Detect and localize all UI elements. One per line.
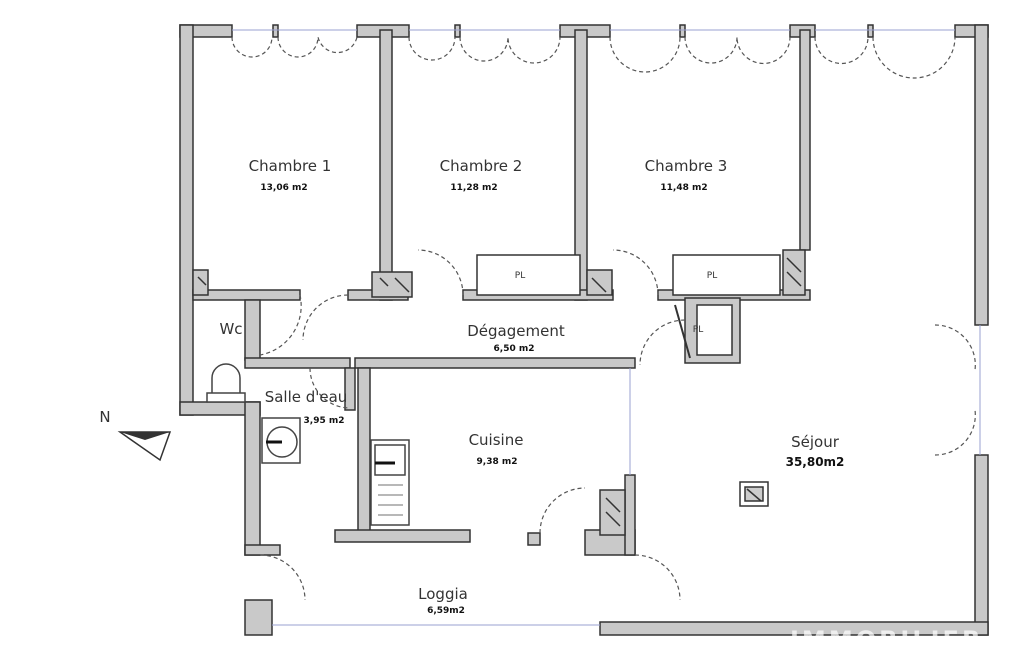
room-name: Cuisine (468, 431, 524, 449)
closet-label: PL (706, 271, 718, 281)
room-name: Chambre 3 (644, 157, 728, 175)
room-name: Chambre 2 (439, 157, 523, 175)
closets (197, 254, 802, 527)
room-area: 11,28 m2 (450, 183, 498, 193)
room-area: 6,50 m2 (493, 344, 535, 354)
room-area: 13,06 m2 (260, 183, 308, 193)
closet-label: PL (514, 271, 526, 281)
closet-label: PL (692, 325, 704, 335)
room-area: 3,95 m2 (303, 416, 345, 426)
room-area: 11,48 m2 (660, 183, 708, 193)
doors (259, 249, 976, 601)
room-area: 6,59m2 (427, 606, 465, 616)
compass-label: N (99, 408, 111, 426)
room-name: Séjour (791, 433, 839, 451)
watermark: IMMOBILIER (790, 626, 984, 654)
compass-icon (117, 431, 172, 462)
walls (179, 24, 989, 636)
room-name: Wc (219, 320, 243, 338)
fixtures (206, 363, 410, 526)
room-name: Dégagement (467, 322, 565, 340)
room-name: Salle d'eau (264, 388, 348, 406)
room-area: 9,38 m2 (476, 457, 518, 467)
room-name: Loggia (418, 585, 468, 603)
room-area: 35,80m2 (785, 455, 845, 469)
windows (231, 29, 981, 626)
room-name: Chambre 1 (248, 157, 332, 175)
